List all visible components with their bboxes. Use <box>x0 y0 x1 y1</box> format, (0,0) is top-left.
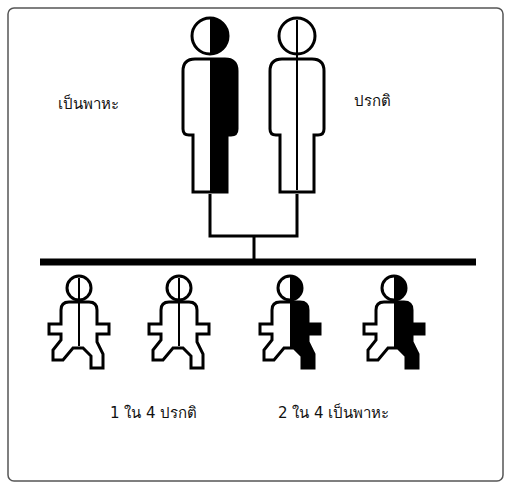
carrier-ratio-label: 2 ใน 4 เป็นพาหะ <box>278 404 389 422</box>
pedigree-lines <box>40 194 476 262</box>
frame <box>8 8 503 481</box>
carrier-label: เป็นพาหะ <box>58 95 119 113</box>
normal-child <box>149 276 209 368</box>
carrier-child <box>364 276 424 368</box>
normal-child <box>49 276 109 368</box>
carrier-child <box>260 276 320 368</box>
normal-parent <box>270 18 324 192</box>
normal-label: ปรกติ <box>354 92 391 110</box>
carrier-parent <box>183 18 237 192</box>
normal-ratio-label: 1 ใน 4 ปรกติ <box>110 404 197 422</box>
